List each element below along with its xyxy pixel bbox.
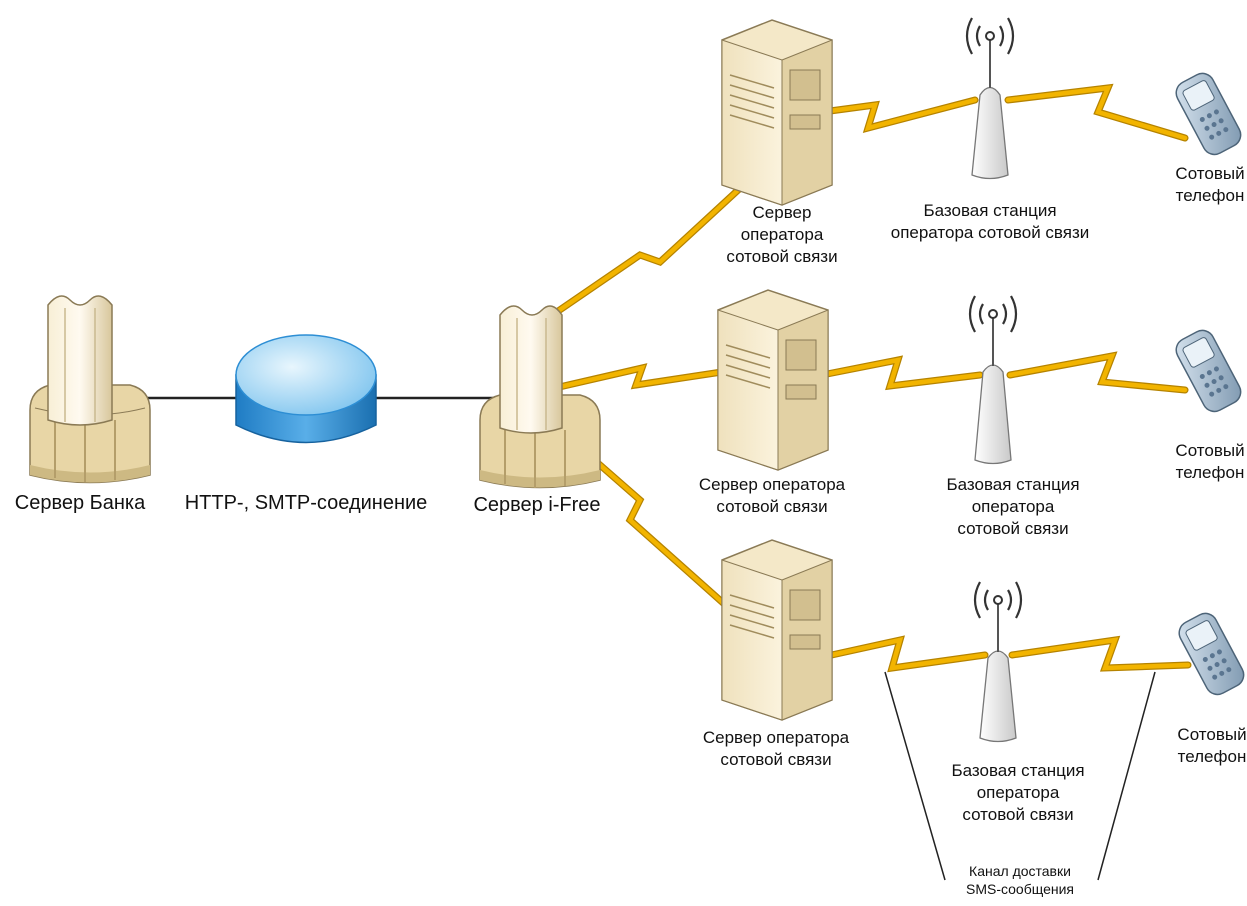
operator-server-2-label: Сервер оператора сотовой связи [698,475,846,517]
cloud-cylinder-icon [235,334,377,444]
operator-server-1-label: Сервер оператора сотовой связи [726,203,838,267]
phone-2-label: Сотовый телефон [1175,441,1245,483]
cellphone-icon [1175,72,1242,156]
antenna-icon [973,581,1023,743]
base-station-3-label: Базовая станция оператора сотовой связи [951,761,1085,825]
ifree-server-label: Сервер i-Free [473,494,601,516]
rack-server-icon [721,19,833,206]
cellphone-icon [1178,612,1245,696]
antenna-icon [968,295,1018,465]
wireless-links [544,83,1192,673]
rack-server-icon [721,539,833,721]
base-station-1-label: Базовая станция оператора сотовой связи [890,201,1090,243]
sms-channel-label: Канал доставки SMS-сообщения [965,863,1075,898]
bank-server-label: Сервер Банка [14,492,146,514]
rack-server-icon [717,289,829,471]
connection-label: HTTP-, SMTP-соединение [184,492,428,514]
phone-1-label: Сотовый телефон [1175,164,1245,206]
tower-server-icon [29,295,151,484]
tower-server-icon [479,305,601,489]
link-op2-bs2 [818,355,984,391]
operator-server-3-label: Сервер оператора сотовой связи [702,728,850,770]
sms-channel-pointer [884,671,1156,881]
antenna-icon [965,17,1015,180]
base-station-2-label: Базовая станция оператора сотовой связи [946,475,1080,539]
phone-3-label: Сотовый телефон [1177,725,1247,767]
link-bs2-phone2 [1006,351,1189,394]
cellphone-icon [1175,329,1242,413]
